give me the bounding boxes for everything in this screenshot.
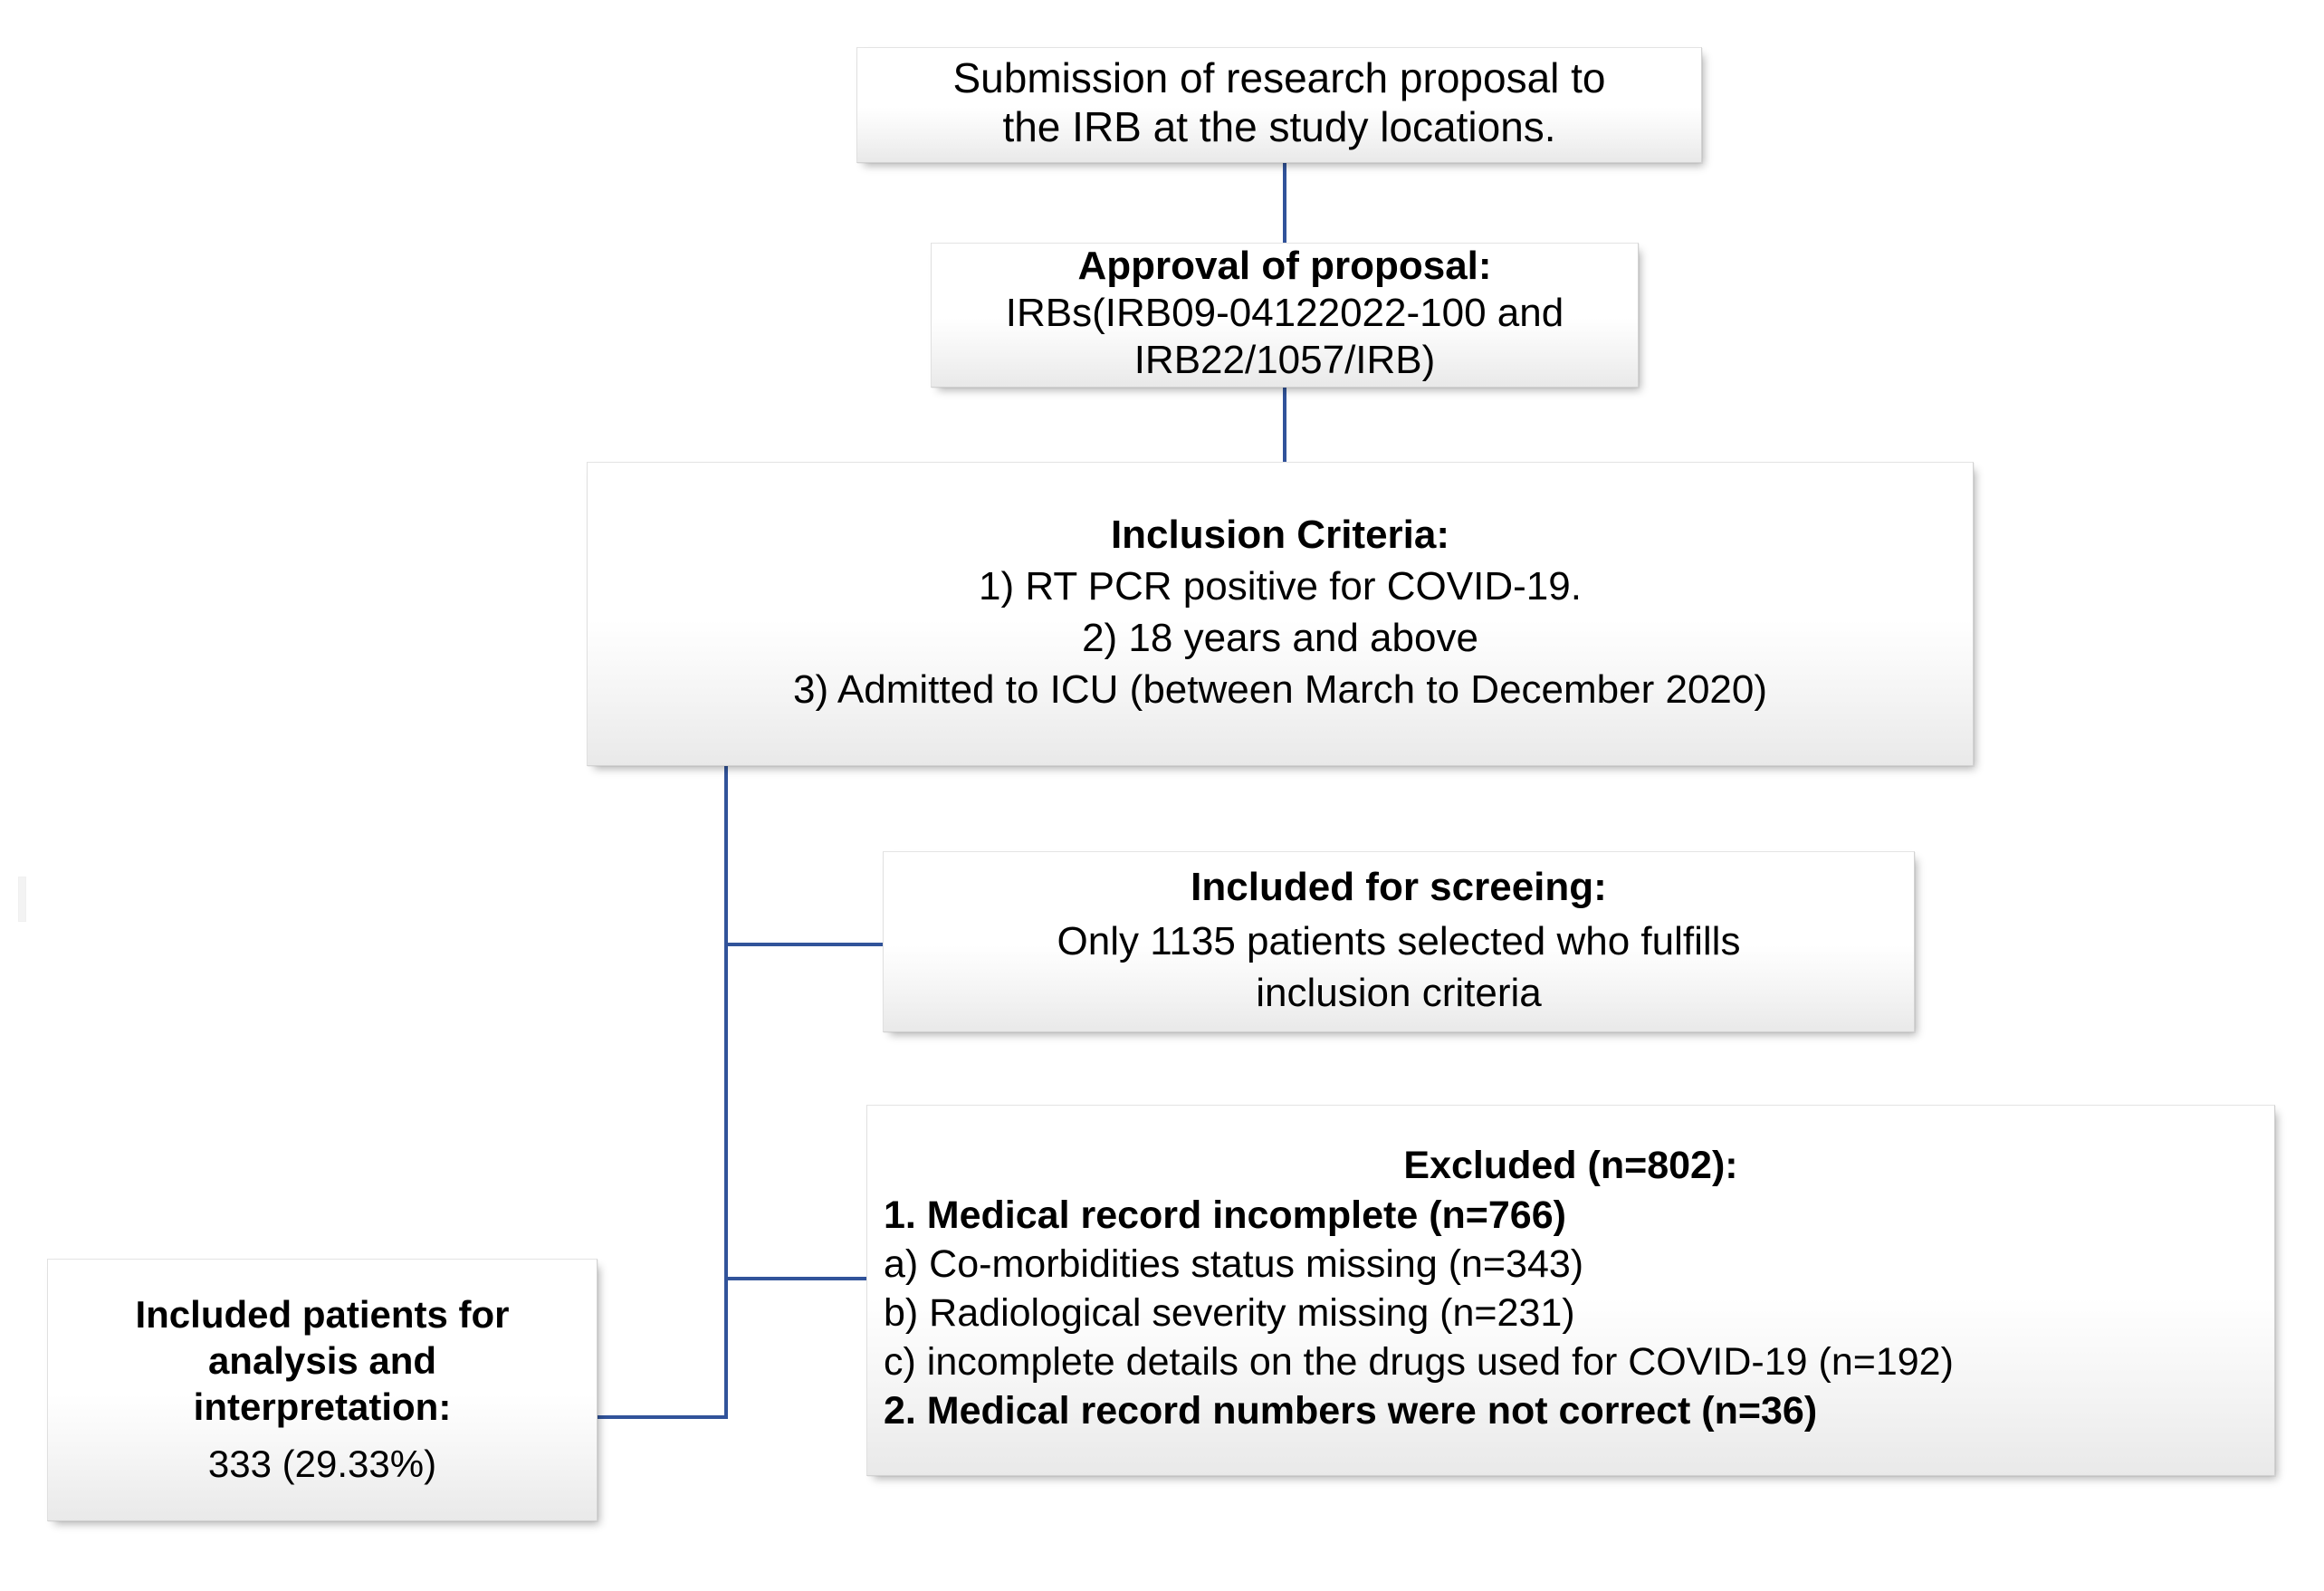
- inclusion-line-1: 1) RT PCR positive for COVID-19.: [979, 563, 1582, 609]
- scan-artifact: [18, 877, 26, 922]
- node-excluded: Excluded (n=802): 1. Medical record inco…: [866, 1105, 2275, 1476]
- included-heading-line-3: interpretation:: [193, 1385, 452, 1428]
- submission-line-1: Submission of research proposal to: [952, 53, 1606, 101]
- approval-heading: Approval of proposal:: [1077, 244, 1492, 289]
- node-approval: Approval of proposal: IRBs(IRB09-0412202…: [931, 243, 1639, 388]
- connector-trunk-to-excluded: [724, 1277, 868, 1280]
- node-submission: Submission of research proposal to the I…: [856, 47, 1702, 163]
- connector-trunk-to-included: [596, 1415, 728, 1419]
- excluded-line-4: c) incomplete details on the drugs used …: [884, 1340, 1954, 1385]
- excluded-line-2: a) Co-morbidities status missing (n=343): [884, 1241, 1584, 1286]
- screening-line-2: inclusion criteria: [1256, 970, 1542, 1015]
- approval-line-2: IRB22/1057/IRB): [1133, 337, 1436, 382]
- node-inclusion-criteria: Inclusion Criteria: 1) RT PCR positive f…: [587, 462, 1974, 766]
- excluded-heading: Excluded (n=802):: [1403, 1144, 1738, 1188]
- approval-line-1: IRBs(IRB09-04122022-100 and: [1005, 291, 1564, 336]
- submission-line-2: the IRB at the study locations.: [1002, 103, 1556, 150]
- node-included-patients: Included patients for analysis and inter…: [47, 1259, 598, 1521]
- connector-submission-to-approval: [1283, 163, 1286, 244]
- included-heading-line-1: Included patients for: [135, 1292, 510, 1336]
- excluded-line-5: 2. Medical record numbers were not corre…: [884, 1389, 1818, 1433]
- included-value: 333 (29.33%): [207, 1442, 437, 1486]
- connector-trunk-vertical: [724, 765, 728, 1419]
- connector-trunk-to-screening: [724, 943, 885, 946]
- excluded-line-1: 1. Medical record incomplete (n=766): [884, 1193, 1566, 1237]
- included-heading-line-2: analysis and: [207, 1338, 437, 1382]
- connector-approval-to-inclusion: [1283, 388, 1286, 464]
- inclusion-line-2: 2) 18 years and above: [1082, 616, 1478, 660]
- node-included-for-screening: Included for screeing: Only 1135 patient…: [883, 851, 1915, 1032]
- excluded-line-3: b) Radiological severity missing (n=231): [884, 1291, 1575, 1335]
- inclusion-line-3: 3) Admitted to ICU (between March to Dec…: [792, 667, 1768, 713]
- inclusion-heading: Inclusion Criteria:: [1110, 512, 1450, 557]
- screening-heading: Included for screeing:: [1191, 865, 1607, 909]
- screening-line-1: Only 1135 patients selected who fulfills: [1057, 918, 1741, 963]
